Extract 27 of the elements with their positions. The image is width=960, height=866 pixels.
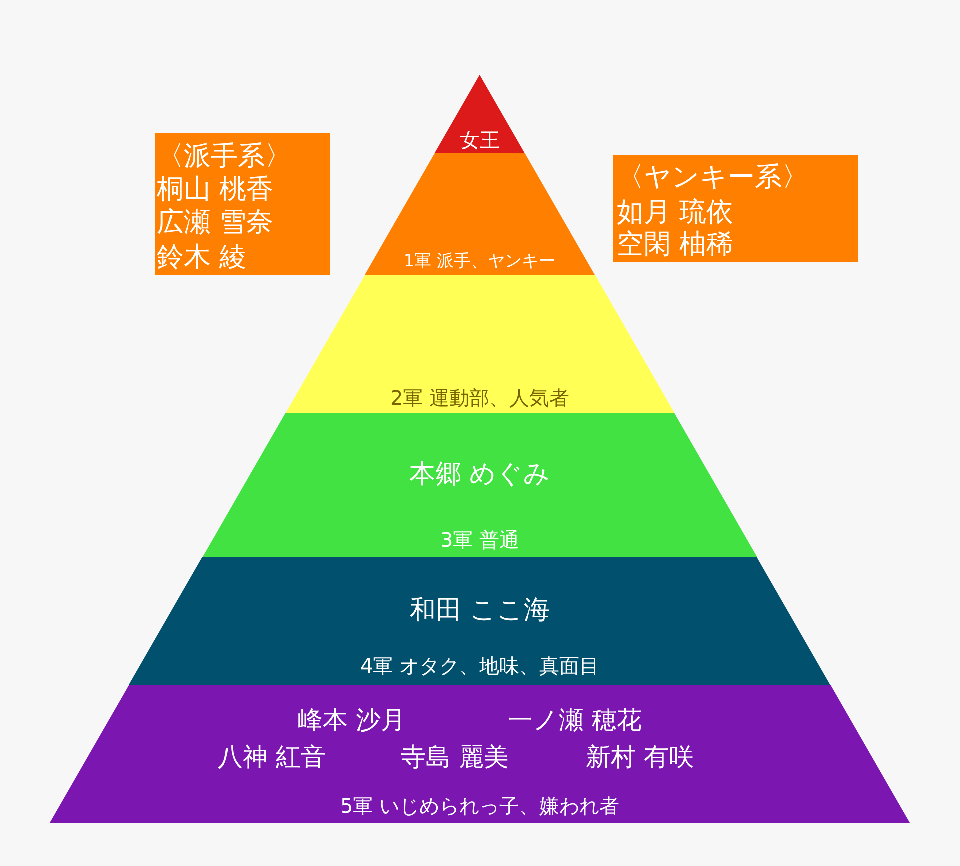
student-name: 鈴木 綾 <box>157 243 247 273</box>
rank-label: 2軍 運動部、人気者 <box>390 387 570 409</box>
student-name: 如月 琉依 <box>617 198 734 228</box>
pyramid-tier <box>50 685 910 823</box>
rank-label: 4軍 オタク、地味、真面目 <box>360 655 600 677</box>
student-name: 広瀬 雪奈 <box>157 208 274 238</box>
student-name: 八神 紅音 <box>218 743 326 771</box>
pyramid-tier <box>365 153 595 275</box>
group-heading: 〈派手系〉 <box>157 142 292 172</box>
student-name: 寺島 麗美 <box>401 743 509 771</box>
student-name: 和田 ここ海 <box>410 596 550 626</box>
group-box <box>155 133 330 275</box>
pyramid-tier <box>202 413 758 557</box>
rank-label: 3軍 普通 <box>440 529 520 551</box>
student-name: 峰本 沙月 <box>298 706 406 734</box>
group-box <box>613 155 858 262</box>
pyramid-tier <box>286 275 674 413</box>
group-heading: 〈ヤンキー系〉 <box>617 163 809 193</box>
rank-label: 1軍 派手、ヤンキー <box>404 252 556 272</box>
pyramid-tier <box>129 557 831 685</box>
student-name: 桐山 桃香 <box>157 175 274 205</box>
student-name: 本郷 めぐみ <box>409 460 551 490</box>
rank-label: 5軍 いじめられっ子、嫌われ者 <box>340 795 620 817</box>
rank-label: 女王 <box>460 129 500 151</box>
student-name: 空閑 柚稀 <box>617 230 734 260</box>
student-name: 新村 有咲 <box>586 743 694 771</box>
student-name: 一ノ瀬 穂花 <box>508 706 642 734</box>
